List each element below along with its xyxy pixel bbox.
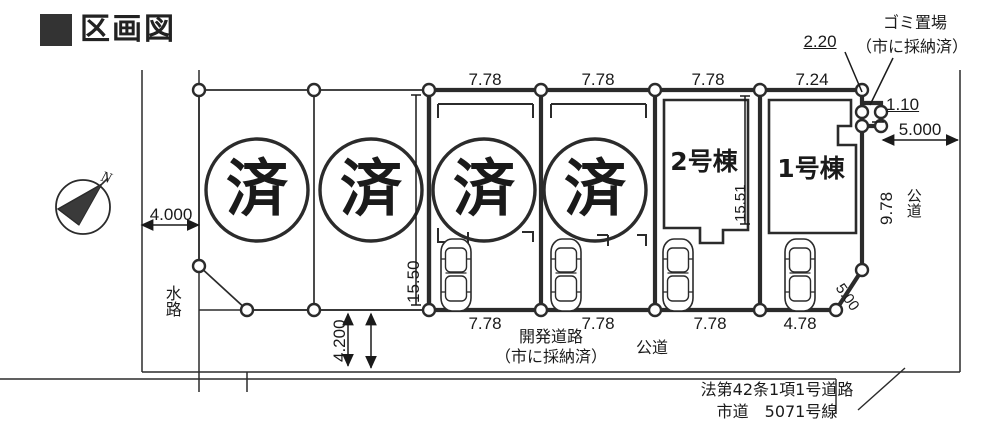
- title-label: 区画図: [80, 12, 176, 47]
- car-icon-lot4: [549, 238, 583, 312]
- building-label-2gou: 2号棟: [670, 147, 738, 176]
- dim-right-height: 9.78: [877, 191, 896, 225]
- north-arrow: N: [52, 169, 114, 238]
- building-label-1gou: 1号棟: [777, 154, 845, 183]
- survey-point-nodes: [191, 82, 889, 318]
- dim-top-4: 7.24: [795, 70, 829, 89]
- label-development-road-note: （市に採納済）: [494, 347, 608, 366]
- dim-garbage-width: 2.20: [803, 32, 837, 51]
- dim-top-3: 7.78: [691, 70, 725, 89]
- dim-bottom-2: 7.78: [581, 314, 615, 333]
- dim-top-1: 7.78: [468, 70, 502, 89]
- title-bullet-square: [40, 14, 72, 46]
- sold-stamp-lot4: 済: [563, 152, 627, 225]
- label-waterway: 水路: [162, 285, 182, 317]
- west-lots-outline: [198, 89, 430, 311]
- sold-circle-lot4: [542, 137, 648, 243]
- dim-lot-depth-left: 15.50: [404, 260, 423, 303]
- page-title: 区画図: [40, 14, 176, 46]
- building-footprint-1gou: [767, 98, 858, 235]
- label-public-road-right: 公道: [904, 188, 923, 218]
- sold-stamp-lot3: 済: [452, 152, 516, 225]
- building-footprint-2gou: [662, 98, 750, 245]
- label-garbage-station: ゴミ置場: [882, 13, 948, 32]
- sold-stamp-lot1: 済: [225, 152, 289, 225]
- lot-divider-lines: [538, 90, 763, 310]
- label-garbage-station-note: （市に採納済）: [855, 37, 969, 56]
- sold-circle-lot3: [431, 137, 537, 243]
- dim-garbage-height: 1.10: [886, 95, 920, 114]
- car-icon-lot3: [439, 238, 473, 312]
- dim-lot-depth-right: 15.51: [732, 184, 749, 222]
- dim-top-2: 7.78: [581, 70, 615, 89]
- sold-stamp-lot2: 済: [339, 152, 403, 225]
- label-public-road-bottom: 公道: [635, 338, 669, 357]
- dim-bottom-1: 7.78: [468, 314, 502, 333]
- sold-circle-lot2: [318, 137, 424, 243]
- dim-bottom-3: 7.78: [693, 314, 727, 333]
- dim-right-offset: 5.000: [898, 120, 942, 139]
- label-road-legal-line2: 市道 5071号線: [716, 402, 838, 421]
- sold-circle-lot1: [204, 137, 310, 243]
- sold-stamp-circles: [204, 137, 648, 243]
- dim-lower-left-height: 4.200: [330, 319, 349, 362]
- dimension-lines: [140, 51, 959, 369]
- dim-bottom-4: 4.78: [783, 314, 817, 333]
- label-development-road: 開発道路: [518, 327, 584, 346]
- label-road-legal-line1: 法第42条1項1号道路: [700, 380, 854, 399]
- road-note-leader: [0, 367, 906, 414]
- dim-left-width: 4.000: [149, 205, 193, 224]
- car-icon-lot6: [783, 238, 817, 312]
- car-icon-lot5: [661, 238, 695, 312]
